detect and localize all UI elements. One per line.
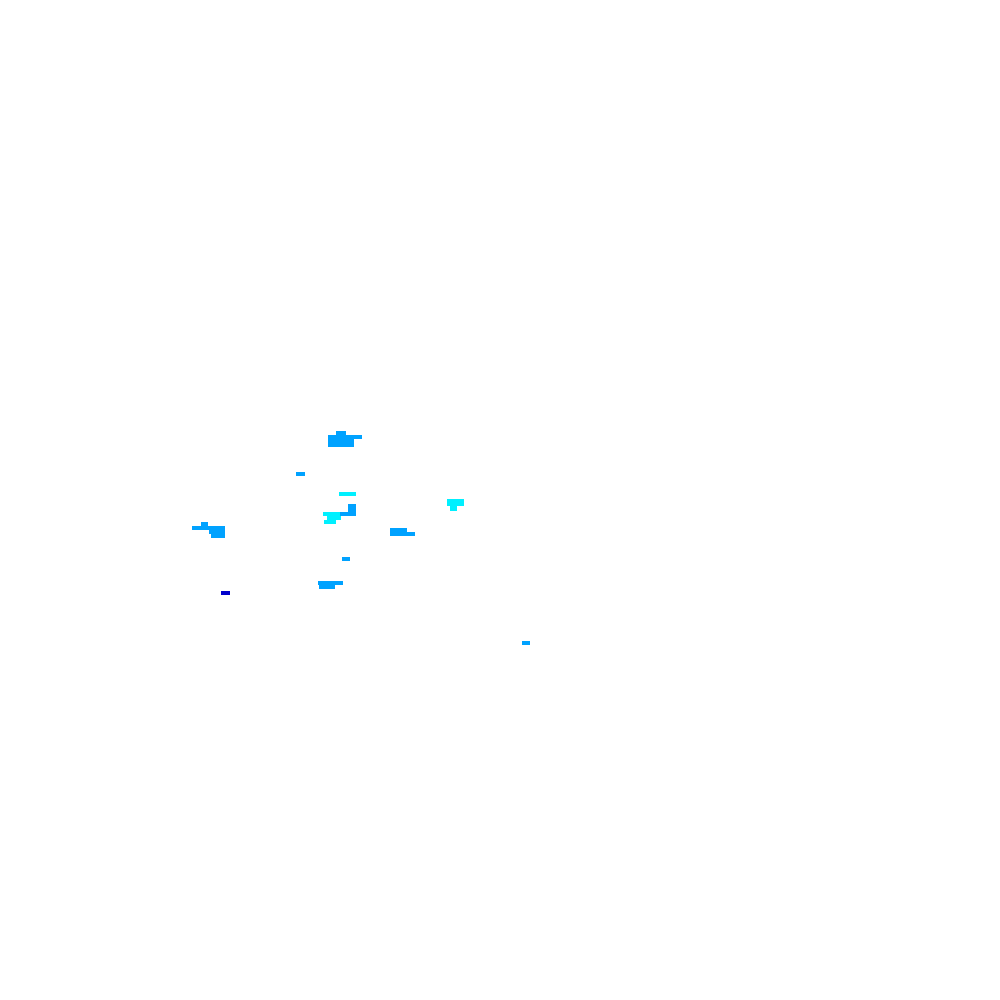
patch-cluster-north-cell	[328, 435, 362, 439]
patch-south-cell	[318, 581, 343, 585]
patch-small-north-west-cell	[296, 472, 305, 476]
patch-cyan-center-cell	[323, 512, 348, 516]
patch-cluster-west-cell	[201, 522, 208, 526]
patch-cluster-north-cell	[336, 431, 346, 435]
patch-blue-center-cell	[340, 512, 348, 516]
patch-south-cell	[319, 585, 335, 589]
patch-cyan-center-cell	[327, 516, 341, 520]
patch-center-east-cell	[390, 528, 407, 532]
patch-cluster-north-cell	[328, 439, 354, 447]
patch-small-center-south-cell	[342, 557, 350, 561]
patch-cyan-east-cell	[447, 499, 464, 506]
patch-cyan-east-cell	[450, 506, 457, 511]
patch-cluster-west-cell	[209, 530, 225, 534]
patch-cluster-west-cell	[192, 526, 225, 530]
patch-cyan-center-cell	[324, 520, 336, 524]
patch-blue-center-cell	[348, 504, 356, 516]
patch-cyan-bar-center-cell	[339, 492, 356, 496]
patch-far-south-east-cell	[522, 641, 530, 645]
patch-dark-south-west-cell	[221, 591, 230, 595]
patch-center-east-cell	[390, 532, 415, 536]
patch-cluster-west-cell	[211, 534, 225, 538]
